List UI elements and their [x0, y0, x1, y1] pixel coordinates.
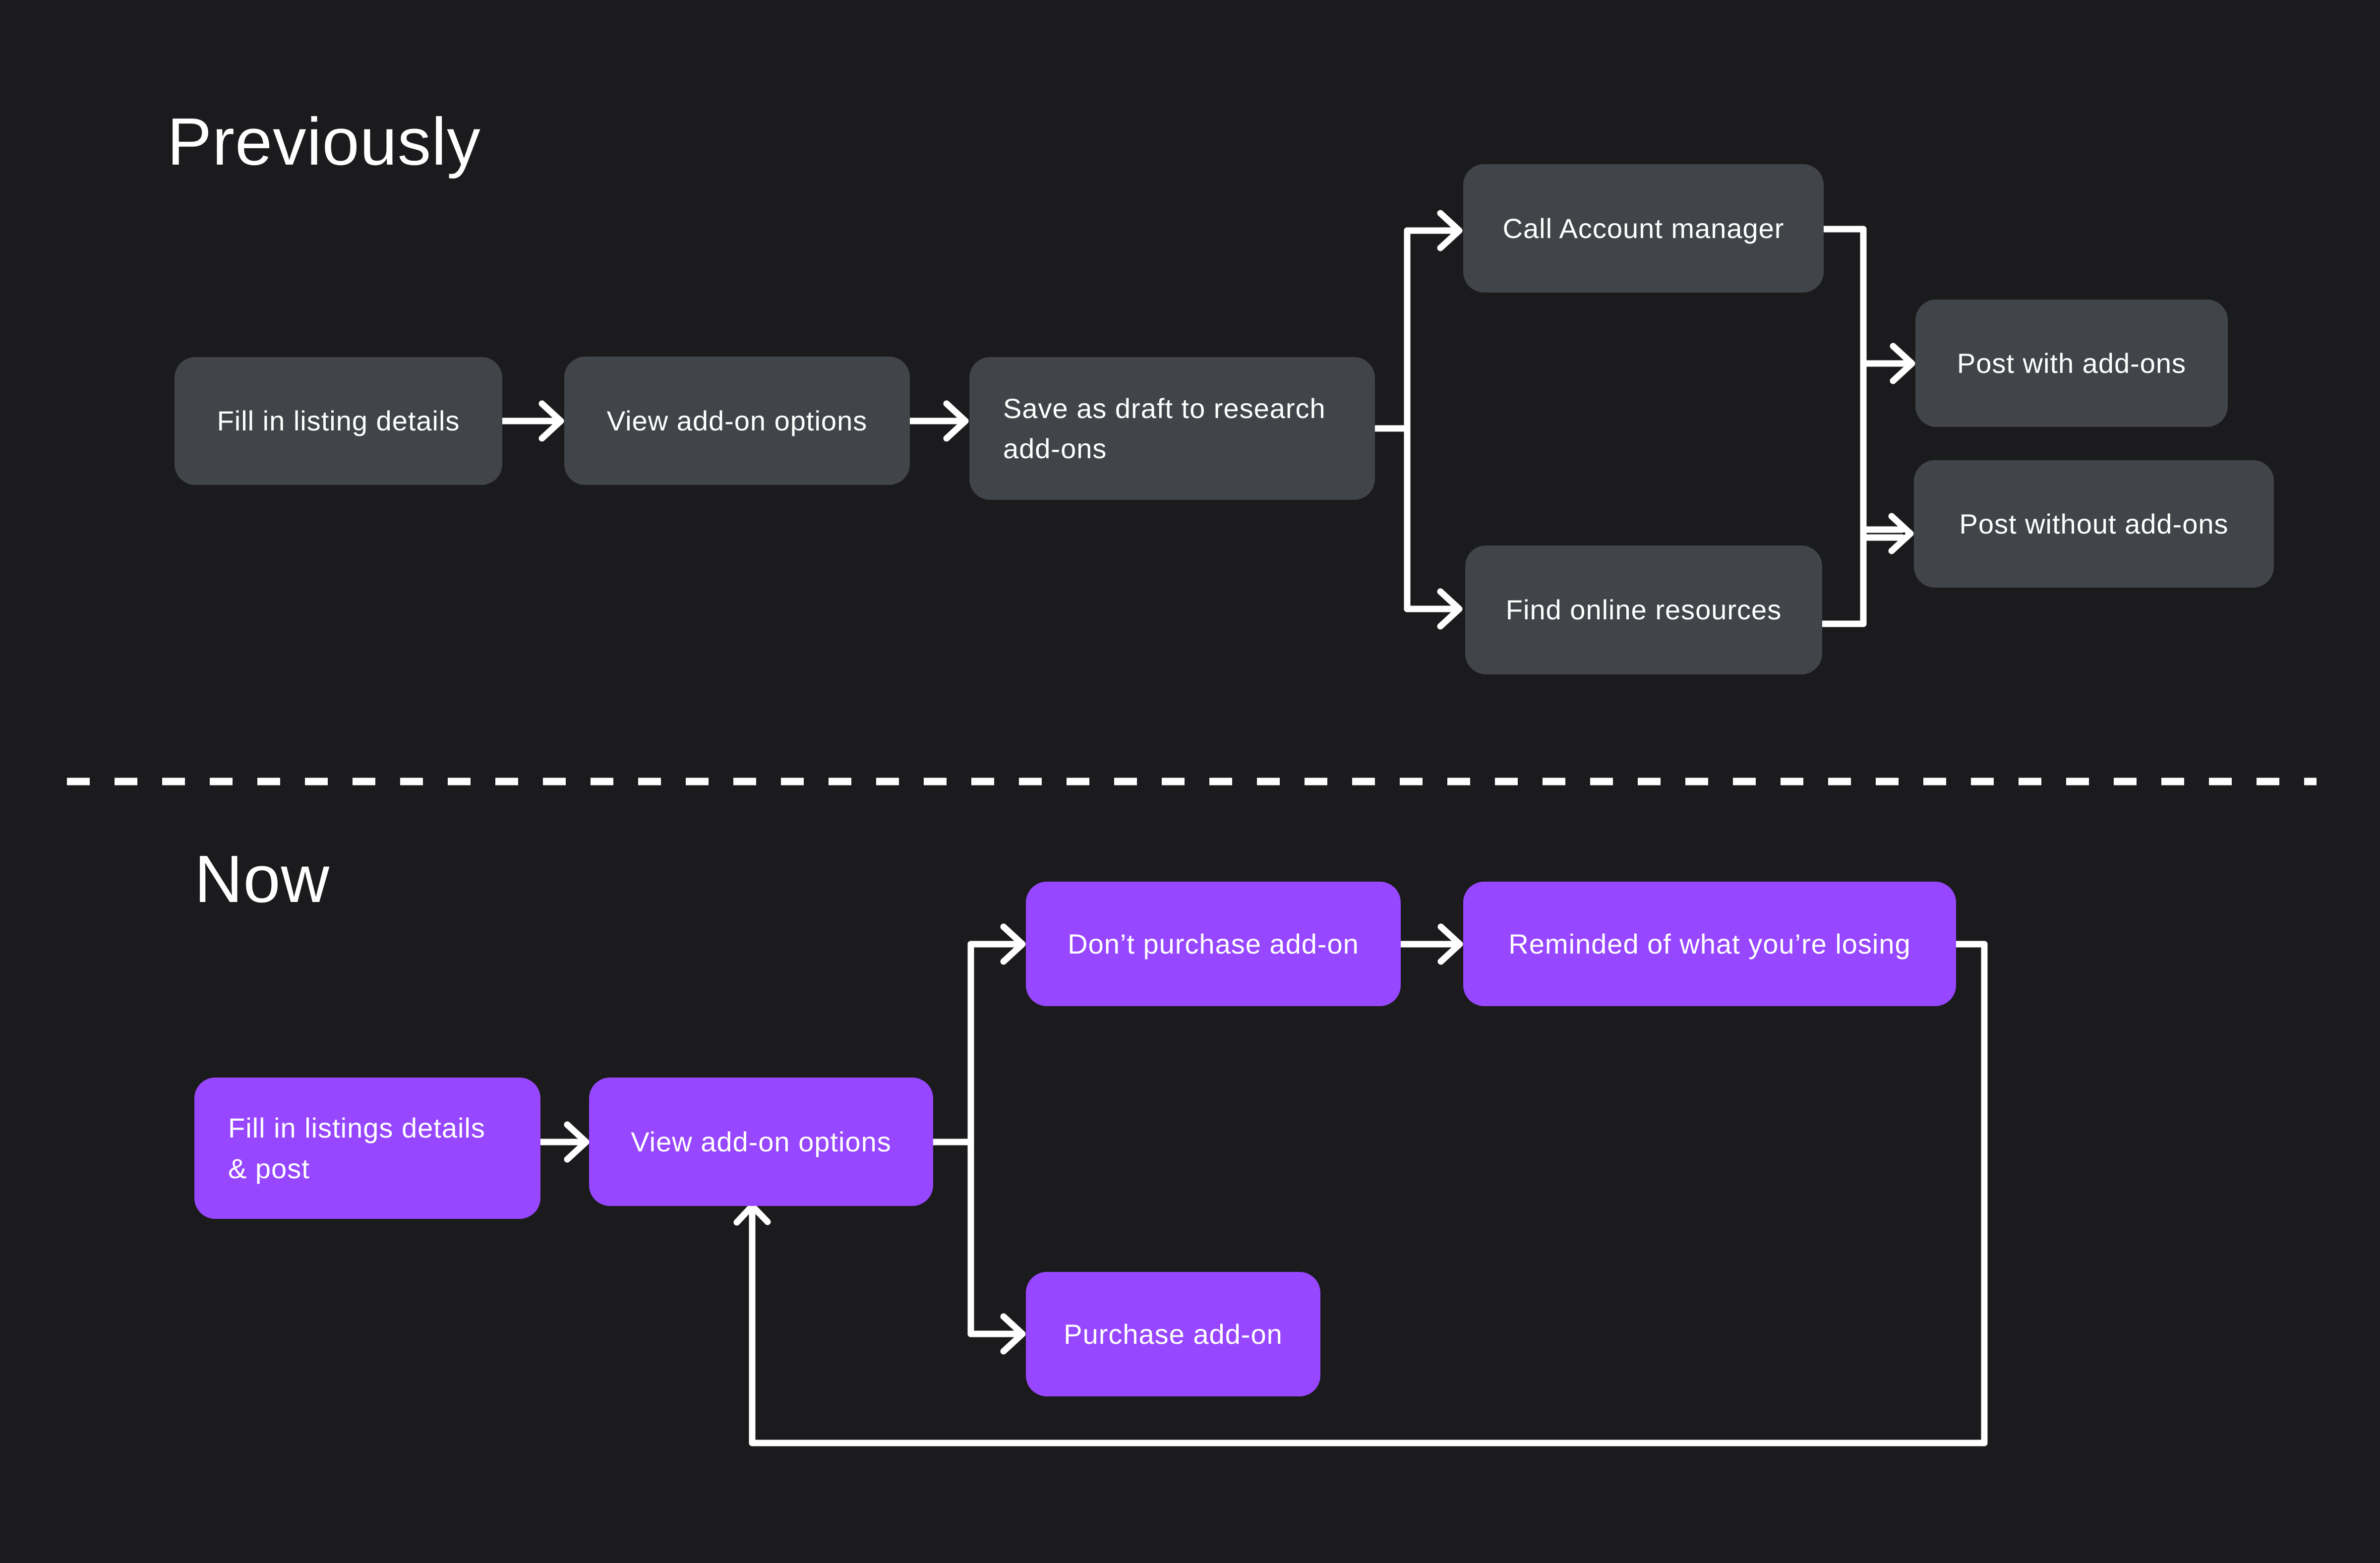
node-label: Reminded of what you’re losing [1508, 928, 1911, 960]
node-save-as-draft-to-research-add-ons[interactable]: Save as draft to research add-ons [969, 357, 1375, 500]
edge-save-draft-branch-rail [1371, 227, 1411, 612]
edge-rail-to-post-without-add-ons [1860, 513, 1914, 554]
edge-view-options-to-save-draft [906, 400, 969, 442]
node-label: Post without add-ons [1959, 508, 2229, 540]
edge-rail-to-post-with-add-ons [1860, 343, 1915, 384]
node-fill-in-listings-details-and-post[interactable]: Fill in listings details & post [194, 1078, 540, 1219]
node-label: Purchase add-on [1064, 1318, 1283, 1350]
node-call-account-manager[interactable]: Call Account manager [1463, 164, 1824, 293]
node-label: Post with add-ons [1957, 347, 2187, 379]
node-view-add-on-options-now[interactable]: View add-on options [589, 1078, 933, 1206]
node-label: Save as draft to research add-ons [1003, 392, 1326, 464]
edge-rail-to-find-online-resources [1404, 588, 1463, 630]
section-title-now: Now [194, 842, 330, 916]
node-label: Don’t purchase add-on [1068, 928, 1359, 960]
edge-dont-purchase-to-reminded [1397, 923, 1463, 965]
node-find-online-resources[interactable]: Find online resources [1465, 545, 1822, 674]
edge-rail-to-purchase [967, 1313, 1026, 1355]
edge-rail-to-dont-purchase [967, 923, 1026, 965]
section-title-previously: Previously [167, 104, 481, 179]
edge-merge-rail-right [1819, 226, 1867, 627]
node-fill-in-listing-details[interactable]: Fill in listing details [175, 357, 502, 485]
node-reminded-of-what-youre-losing[interactable]: Reminded of what you’re losing [1463, 882, 1956, 1006]
edge-fill-listings-to-view-options [537, 1121, 590, 1163]
edge-fill-details-to-view-options [499, 400, 564, 442]
node-view-add-on-options-previously[interactable]: View add-on options [564, 357, 910, 485]
node-dont-purchase-add-on[interactable]: Don’t purchase add-on [1026, 882, 1401, 1006]
node-label: View add-on options [631, 1126, 892, 1157]
node-label: Call Account manager [1502, 212, 1785, 244]
node-label: Fill in listings details & post [228, 1112, 485, 1184]
node-post-without-add-ons[interactable]: Post without add-ons [1914, 460, 2274, 588]
node-label: Fill in listing details [217, 405, 460, 437]
node-label: Find online resources [1505, 594, 1782, 626]
node-post-with-add-ons[interactable]: Post with add-ons [1915, 300, 2228, 427]
edge-view-options-branch-rail [930, 941, 974, 1337]
node-purchase-add-on[interactable]: Purchase add-on [1026, 1272, 1320, 1396]
node-label: View add-on options [606, 405, 868, 436]
edge-rail-to-call-account-manager [1404, 210, 1463, 251]
